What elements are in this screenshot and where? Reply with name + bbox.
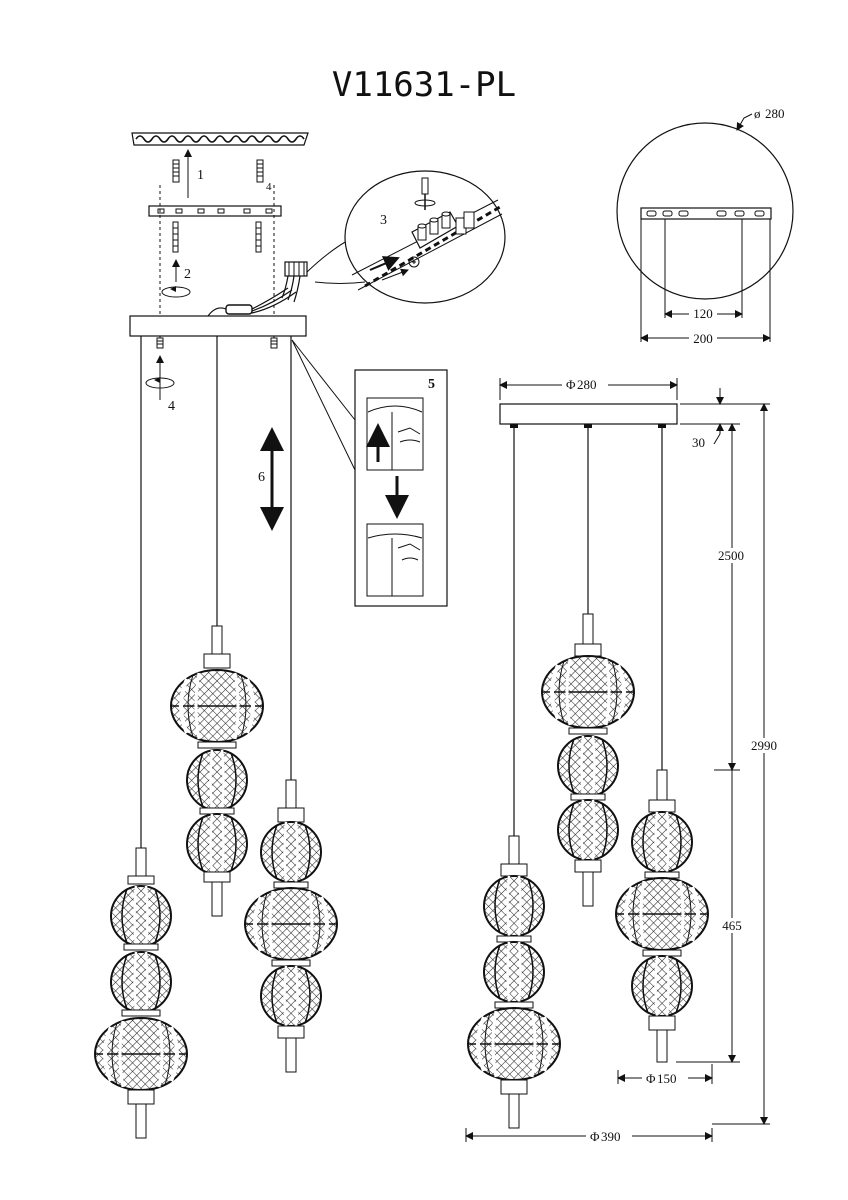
mounting-plate <box>148 205 282 217</box>
cable-length-label: 2500 <box>718 548 744 563</box>
overall-diameter-label: 390 <box>601 1129 621 1144</box>
canopy-diameter-symbol: ø <box>754 106 761 121</box>
side-view <box>465 378 770 1142</box>
pendant-lamp-right-b <box>540 613 636 907</box>
canopy-height-label: 30 <box>692 435 705 450</box>
terminal-block-icon <box>411 211 475 249</box>
driver-and-wires <box>207 261 308 318</box>
plate-length-label: 200 <box>693 331 713 346</box>
canopy-top-view <box>616 113 794 342</box>
lamp-diameter-symbol: Φ <box>646 1071 656 1086</box>
product-title: V11631-PL <box>332 65 516 105</box>
canopy-diameter-side-label: 280 <box>577 377 597 392</box>
lamp-diameter-label: 150 <box>657 1071 677 1086</box>
step-6-label: 6 <box>258 470 265 485</box>
terminal-zoom-bubble <box>306 170 506 304</box>
overall-diameter-symbol: Φ <box>590 1129 600 1144</box>
canopy-diameter-symbol: Φ <box>566 377 576 392</box>
wall-anchor-icon <box>172 159 180 183</box>
pendant-lamp-left-b <box>169 625 265 917</box>
step-4-label: 4 <box>168 399 175 414</box>
canopy-diameter-top-label: 280 <box>765 106 785 121</box>
step-2-label: 2 <box>184 267 191 282</box>
pendant-lamp-right-a <box>466 835 562 1129</box>
screw-icon <box>172 221 179 253</box>
total-height-label: 2990 <box>751 738 777 753</box>
canopy-left <box>129 315 307 349</box>
rotate-icon <box>145 377 175 389</box>
plate-hole-spacing-label: 120 <box>693 306 713 321</box>
pendant-lamp-left-a <box>93 847 189 1139</box>
wall-anchor-icon <box>256 159 264 183</box>
step-1-label: 1 <box>197 168 204 183</box>
pendant-lamp-right-c <box>614 769 710 1063</box>
step-4-mini-label: 4 <box>266 181 272 193</box>
screwdriver-icon <box>421 177 429 210</box>
ceiling-section <box>131 132 309 146</box>
lamp-height-label: 465 <box>722 918 742 933</box>
cable-adjust-detail <box>291 339 448 607</box>
pendant-lamp-left-c <box>243 779 339 1073</box>
step-5-label: 5 <box>428 377 435 392</box>
screw-icon <box>255 221 262 253</box>
step-3-label: 3 <box>380 213 387 228</box>
rotate-icon <box>161 286 191 298</box>
